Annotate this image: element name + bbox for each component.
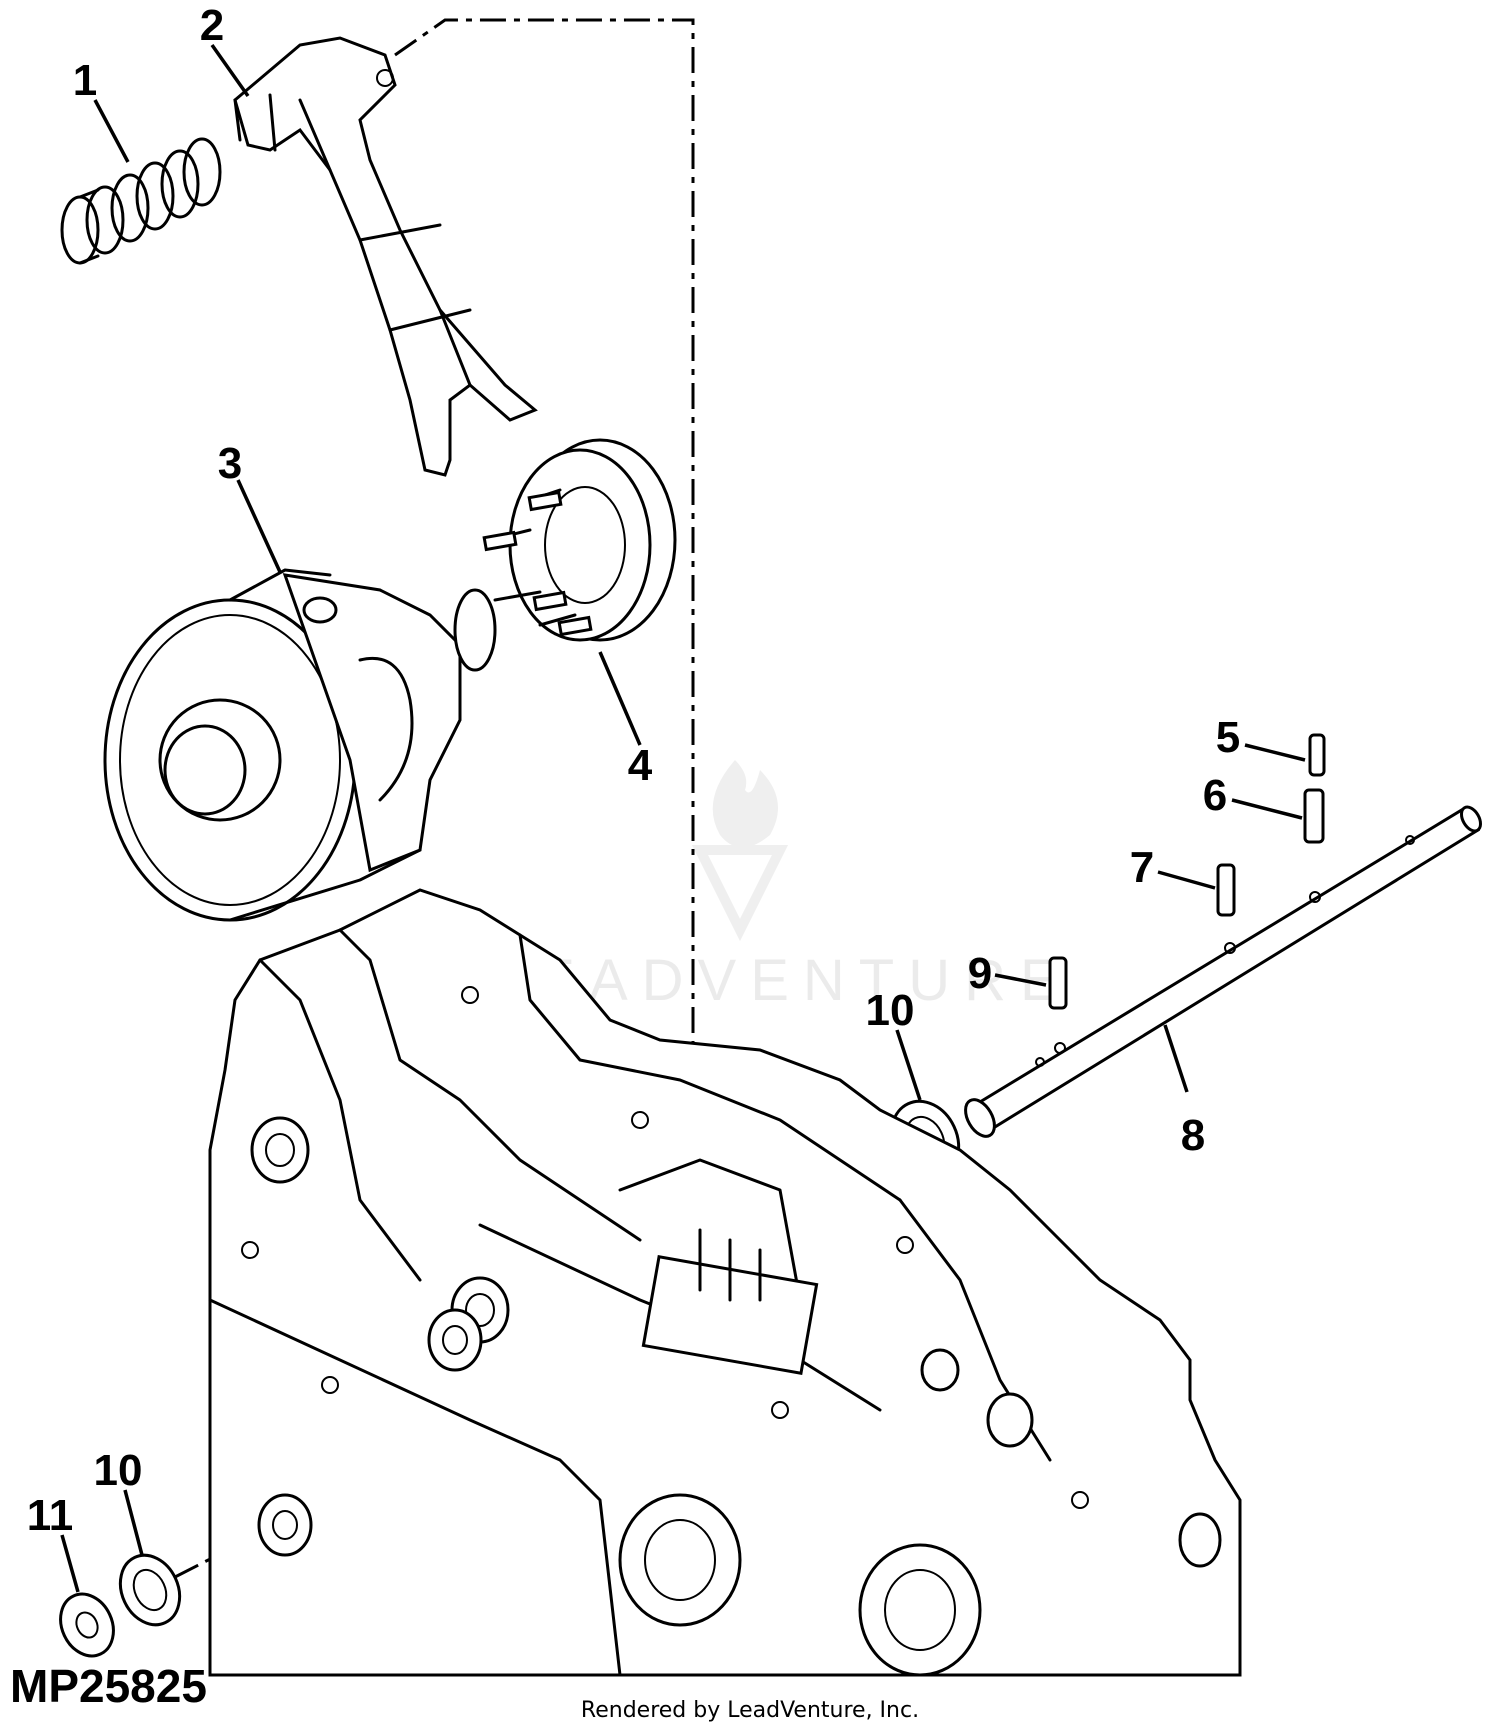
- roll-pin-part-7: [1216, 863, 1236, 917]
- callout-3: 3: [218, 439, 242, 488]
- figure-id: MP25825: [10, 1660, 207, 1712]
- shift-fork-part-2: [233, 36, 538, 477]
- clutch-drum-part-3: [103, 568, 497, 922]
- callout-1: 1: [73, 56, 97, 105]
- callout-2: 2: [200, 1, 224, 50]
- roll-pin-part-9: [1048, 956, 1068, 1010]
- spring-part-1: [60, 137, 222, 265]
- callout-11: 11: [27, 1491, 74, 1540]
- callout-5: 5: [1216, 713, 1240, 762]
- callout-6: 6: [1203, 771, 1227, 820]
- transmission-housing: [208, 888, 1242, 1677]
- callout-8: 8: [1181, 1111, 1205, 1160]
- hub-part-4: [482, 438, 677, 642]
- callout-10-lower: 10: [94, 1446, 143, 1495]
- leader-lines: [60, 43, 1306, 1593]
- seal-part-10-lower: [118, 1553, 182, 1627]
- roll-pin-part-5: [1308, 733, 1326, 777]
- washer-part-11: [59, 1592, 115, 1658]
- callout-4: 4: [628, 741, 653, 790]
- footer-credit: Rendered by LeadVenture, Inc.: [581, 1698, 919, 1723]
- shaft-part-8: [964, 805, 1482, 1138]
- roll-pin-part-6: [1303, 788, 1325, 844]
- callout-7: 7: [1130, 843, 1154, 892]
- callout-9: 9: [968, 949, 992, 998]
- callout-labels: 1 2 3 4 5 6 7 8 9 10 10 11: [27, 1, 1241, 1540]
- callout-10-upper: 10: [866, 986, 915, 1035]
